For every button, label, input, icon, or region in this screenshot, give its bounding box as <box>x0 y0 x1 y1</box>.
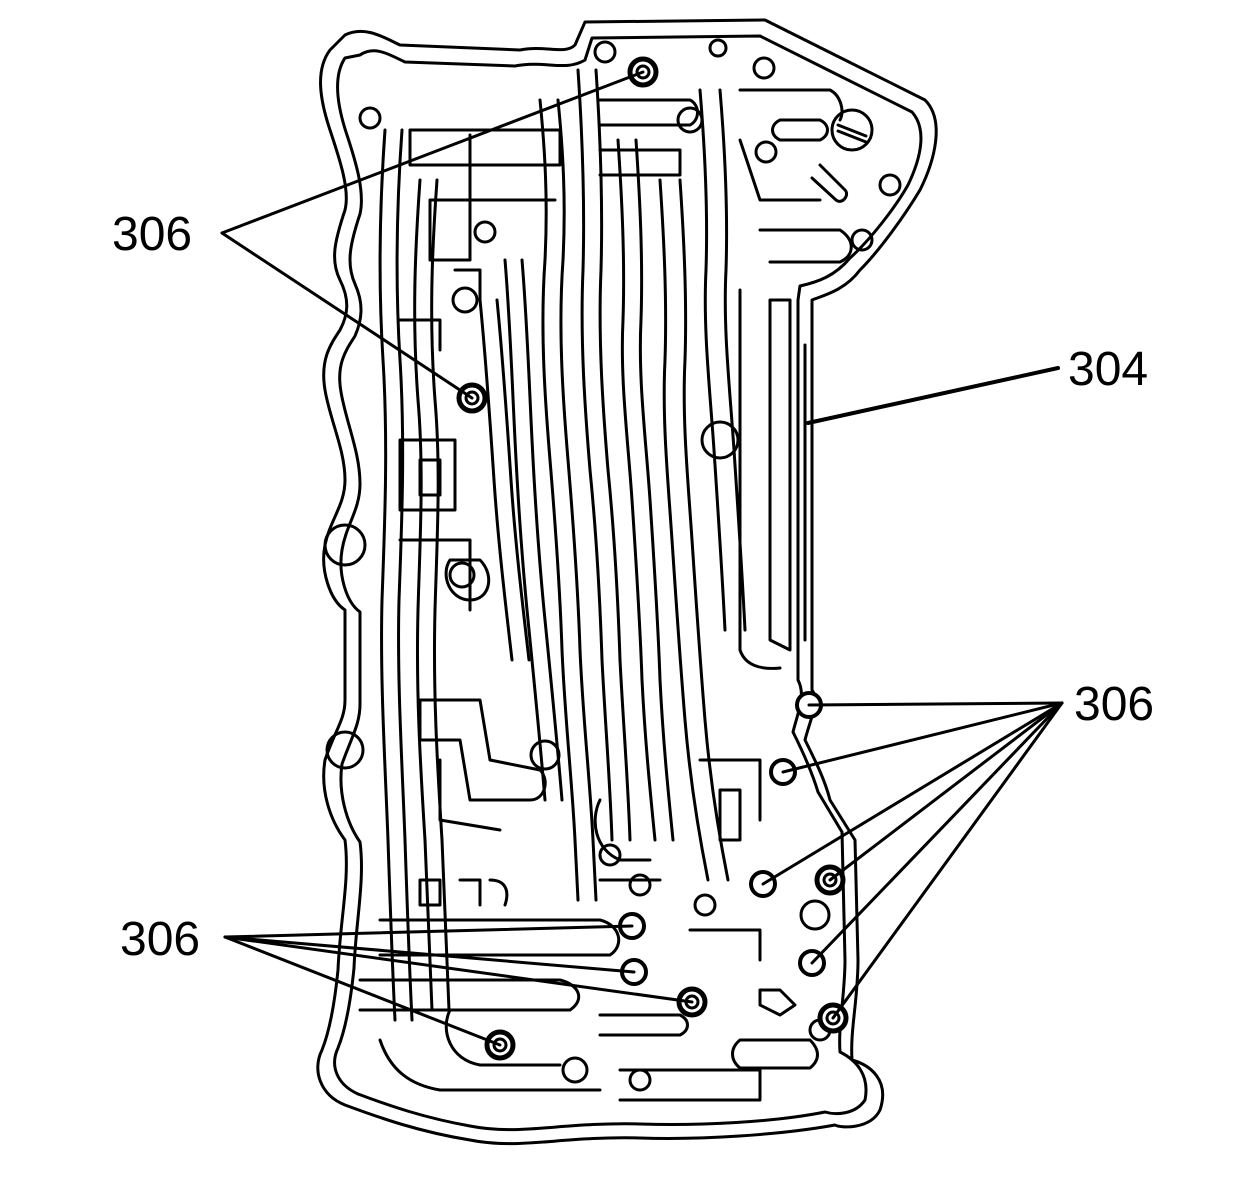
callout-306-upper-left: 306 <box>112 208 192 261</box>
callout-304: 304 <box>1068 343 1148 396</box>
callout-306-lower-left: 306 <box>120 913 200 966</box>
fluid-channels <box>323 38 902 1102</box>
plate-outline <box>316 18 938 1146</box>
leader-lines <box>220 70 1064 1047</box>
callout-306-right: 306 <box>1074 678 1154 731</box>
